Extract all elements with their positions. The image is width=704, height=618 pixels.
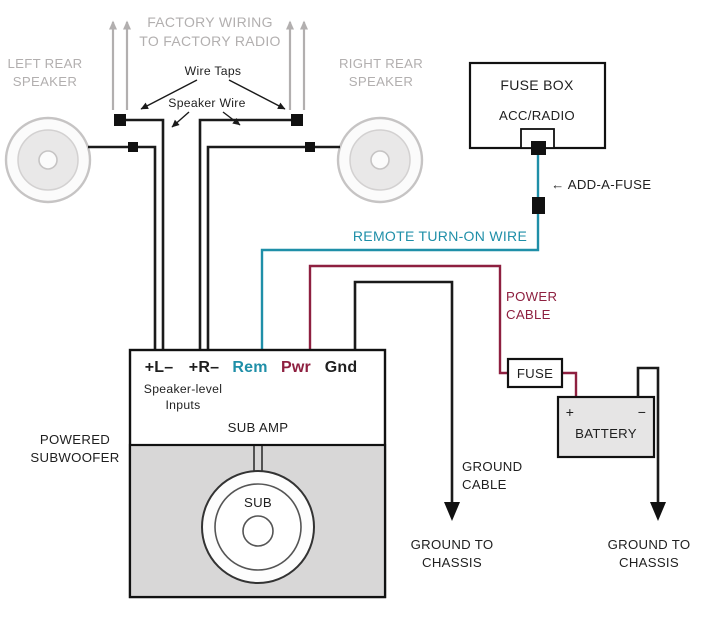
- battery-ground-chassis-line2: CHASSIS: [619, 555, 679, 570]
- wire-taps-pointer-arrow-icon: [140, 79, 198, 110]
- amp-terminal-remote: Rem: [232, 359, 267, 376]
- speaker-level-inputs-line2: Inputs: [165, 398, 200, 412]
- amp-ground: GROUND CABLE GROUND TO CHASSIS: [353, 280, 522, 570]
- add-a-fuse-label: ← ADD-A-FUSE: [551, 177, 651, 192]
- wire-tap-square: [114, 114, 126, 126]
- wire-taps-callout: Wire Taps: [140, 64, 286, 110]
- ground-cable-label-line2: CABLE: [462, 477, 507, 492]
- battery-ground: GROUND TO CHASSIS: [608, 366, 691, 570]
- left-speaker-dust-cap: [38, 150, 58, 170]
- left-tap-wire: [120, 118, 165, 350]
- remote-turn-on-wire-label: REMOTE TURN-ON WIRE: [353, 228, 527, 244]
- amp-terminal-right: +R–: [189, 359, 219, 376]
- speaker-wire-pointer-arrow-icon: [171, 111, 190, 128]
- factory-wiring-label-line2: TO FACTORY RADIO: [139, 33, 280, 49]
- right-speaker-dust-cap: [370, 150, 390, 170]
- speaker-wire-pointer-arrow-icon: [222, 111, 241, 126]
- inline-fuse: FUSE: [506, 357, 564, 389]
- amp-terminal-left: +L–: [145, 359, 174, 376]
- ground-chassis-label-line1: GROUND TO: [411, 537, 494, 552]
- power-cable-label-line2: CABLE: [506, 307, 551, 322]
- ground-cable-label-line1: GROUND: [462, 459, 522, 474]
- battery-ground-wire: [636, 366, 660, 504]
- amp-terminal-ground: Gnd: [325, 359, 358, 376]
- battery-outline: [556, 395, 656, 459]
- powered-subwoofer-label-line1: POWERED: [40, 432, 110, 447]
- amp-terminal-power: Pwr: [281, 359, 311, 376]
- power-cable-wire: [308, 264, 507, 375]
- add-a-fuse-holder: [532, 197, 545, 214]
- battery: + − BATTERY: [556, 395, 656, 459]
- speaker-level-inputs-line1: Speaker-level: [144, 382, 222, 396]
- fuse-tap-connector: [531, 141, 546, 155]
- sub-dust-cap: [242, 515, 274, 547]
- ground-chassis-label-line2: CHASSIS: [422, 555, 482, 570]
- left-speaker-wire: [88, 145, 157, 350]
- right-tap-wire: [198, 118, 297, 350]
- left-rear-speaker: LEFT REAR SPEAKER: [4, 56, 92, 204]
- battery-ground-down-arrow-icon: [650, 502, 666, 521]
- battery-ground-chassis-line1: GROUND TO: [608, 537, 691, 552]
- ground-cable-down-arrow-icon: [444, 502, 460, 521]
- remote-turn-on-wire: ← ADD-A-FUSE REMOTE TURN-ON WIRE: [260, 155, 651, 350]
- power-cable-to-battery: [563, 371, 578, 396]
- wire-taps-label: Wire Taps: [185, 64, 242, 78]
- power-cable-label-line1: POWER: [506, 289, 557, 304]
- ground-cable-wire: [353, 280, 454, 504]
- speaker-wires: [88, 114, 340, 350]
- factory-wiring-label-line1: FACTORY WIRING: [147, 14, 273, 30]
- power-cable: POWER CABLE: [308, 264, 578, 396]
- speaker-wire-label: Speaker Wire: [168, 96, 245, 110]
- factory-wiring: FACTORY WIRING TO FACTORY RADIO: [109, 14, 308, 110]
- wire-taps-pointer-arrow-icon: [228, 79, 286, 110]
- powered-subwoofer-label-line2: SUBWOOFER: [30, 450, 119, 465]
- battery-positive-terminal: +: [566, 404, 574, 420]
- inline-fuse-label: FUSE: [517, 366, 553, 381]
- fuse-box-circuit-label: ACC/RADIO: [499, 108, 575, 123]
- fuse-box: FUSE BOX ACC/RADIO: [468, 61, 607, 155]
- sub-amp-label: SUB AMP: [228, 420, 289, 435]
- speaker-wire-callout: Speaker Wire: [168, 96, 245, 128]
- battery-negative-terminal: −: [638, 404, 646, 420]
- powered-subwoofer: +L– +R– Rem Pwr Gnd Speaker-level Inputs…: [30, 348, 387, 599]
- speaker-wire-connector: [128, 142, 138, 152]
- wire-tap-square: [291, 114, 303, 126]
- right-speaker-label-line1: RIGHT REAR: [339, 56, 423, 71]
- fuse-box-title: FUSE BOX: [500, 77, 574, 93]
- left-speaker-label-line2: SPEAKER: [13, 74, 77, 89]
- battery-label: BATTERY: [575, 426, 637, 441]
- left-speaker-label-line1: LEFT REAR: [7, 56, 82, 71]
- right-speaker-wire: [206, 145, 340, 350]
- sub-label: SUB: [244, 495, 272, 510]
- speaker-wire-connector: [305, 142, 315, 152]
- right-rear-speaker: RIGHT REAR SPEAKER: [336, 56, 424, 204]
- inline-fuse-outline: [506, 357, 564, 389]
- right-speaker-label-line2: SPEAKER: [349, 74, 413, 89]
